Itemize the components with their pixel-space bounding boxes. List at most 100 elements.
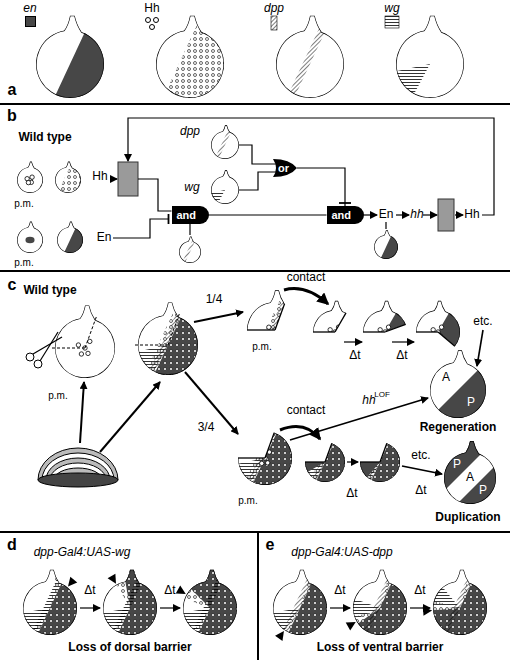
- wing-disc: [57, 216, 116, 280]
- barrier-arrowhead: [275, 631, 284, 641]
- dots-domain: [53, 155, 114, 220]
- legend-label: Hh: [144, 2, 159, 15]
- figure-part: [17, 222, 43, 253]
- and-gate: and: [172, 206, 209, 224]
- wing-disc: [340, 423, 451, 523]
- figure-part: [53, 155, 114, 220]
- feedback-line: [128, 118, 494, 215]
- compartment-label: A: [442, 371, 450, 384]
- peripodial-cell: [88, 339, 92, 343]
- dpp-domain: [210, 118, 237, 170]
- compartment-label: A: [466, 471, 474, 484]
- time-step: Δt: [164, 584, 175, 597]
- arrow-line: [160, 607, 180, 608]
- gate-shape: [172, 206, 209, 224]
- signal-label: Hh: [464, 208, 479, 221]
- peripodial-cell: [86, 351, 90, 355]
- wing-disc: [210, 118, 239, 170]
- dots-domain: [358, 423, 452, 523]
- wing-disc: [17, 162, 43, 193]
- barrier-arrowhead: [68, 577, 77, 587]
- arrow-line: [347, 461, 358, 462]
- arrow-line: [194, 312, 243, 322]
- disc-outline: [247, 290, 303, 358]
- figure-part: [363, 294, 426, 354]
- arrow-line: [364, 214, 378, 215]
- cut-edge: [305, 461, 325, 462]
- disc-outline: [416, 301, 460, 354]
- figure-part: [275, 0, 344, 126]
- receptor-box: [438, 199, 454, 231]
- signal-label: En: [379, 208, 394, 221]
- disc-outline: [430, 350, 486, 418]
- panel-rule: [257, 532, 259, 660]
- signal-label: En: [97, 231, 112, 244]
- arrow-line: [330, 607, 350, 608]
- cut-edge: [313, 331, 335, 332]
- compartment-label: P: [453, 458, 461, 471]
- arrow-line: [396, 214, 409, 215]
- legend-swatch: [25, 16, 36, 27]
- barrier-arrowhead: [346, 622, 356, 630]
- disc-ground: [17, 222, 43, 253]
- tissue-label: p.m.: [48, 390, 67, 401]
- signal-wire: [189, 224, 190, 235]
- cut-edge: [385, 324, 406, 332]
- mutant-label: hh: [362, 394, 375, 407]
- arrow-line: [392, 341, 414, 342]
- legend-label: en: [23, 2, 36, 15]
- arrow-line: [80, 382, 84, 443]
- en-domain: [376, 225, 429, 284]
- etc-label: etc.: [473, 315, 492, 328]
- tissue-label: p.m.: [14, 257, 33, 268]
- tissue-label: p.m.: [14, 198, 33, 209]
- figure-part: [244, 276, 375, 417]
- cut-edge: [416, 331, 438, 332]
- figure-part: [340, 423, 451, 523]
- cut-edge: [238, 457, 265, 458]
- disc-ground: [55, 305, 115, 378]
- figure-part: [392, 400, 510, 556]
- disc-ground: [17, 162, 43, 193]
- en-domain: [59, 216, 116, 280]
- peripodial-cell: [26, 180, 30, 184]
- disc-outline: [374, 230, 398, 259]
- peripodial-cell: [257, 453, 261, 457]
- disc-outline: [23, 570, 77, 635]
- signal-wire: [239, 145, 276, 164]
- panel-rule: [0, 103, 510, 105]
- barrier-arrowhead: [108, 574, 116, 584]
- dpp-sample: [271, 16, 277, 30]
- and-gate: and: [327, 206, 364, 224]
- outcome-label: Regeneration: [420, 421, 497, 434]
- peripodial-cell: [378, 328, 382, 332]
- wing-disc: [52, 305, 115, 378]
- disc-ground: [313, 301, 357, 354]
- wing-disc: [275, 0, 344, 126]
- genotype-label: dpp-Gal4:UAS-wg: [34, 546, 131, 559]
- peripodial-cell: [386, 325, 390, 329]
- cut-edge: [438, 332, 455, 346]
- hh-sample: [154, 18, 159, 23]
- disc-outline: [305, 434, 345, 482]
- disc-outline: [103, 570, 157, 635]
- peripodial-cell: [335, 334, 339, 338]
- gene-label: dpp: [180, 125, 200, 138]
- hh-sample: [146, 18, 151, 23]
- disc-stack: [38, 473, 118, 487]
- arrow-line: [410, 607, 430, 608]
- arrow-line: [455, 214, 463, 215]
- disc-outline: [57, 222, 83, 253]
- gate-label: and: [332, 210, 352, 221]
- gate-label: or: [278, 163, 289, 174]
- figure-part: [313, 301, 357, 354]
- arrow-line: [110, 178, 117, 179]
- disc-outline: [360, 434, 400, 482]
- logic-wire: [297, 168, 345, 206]
- disc-outline: [433, 570, 487, 635]
- cut-edge: [325, 443, 332, 462]
- legend-label: dpp: [264, 2, 284, 15]
- cut-edge: [363, 331, 385, 332]
- signal-wire: [138, 179, 172, 211]
